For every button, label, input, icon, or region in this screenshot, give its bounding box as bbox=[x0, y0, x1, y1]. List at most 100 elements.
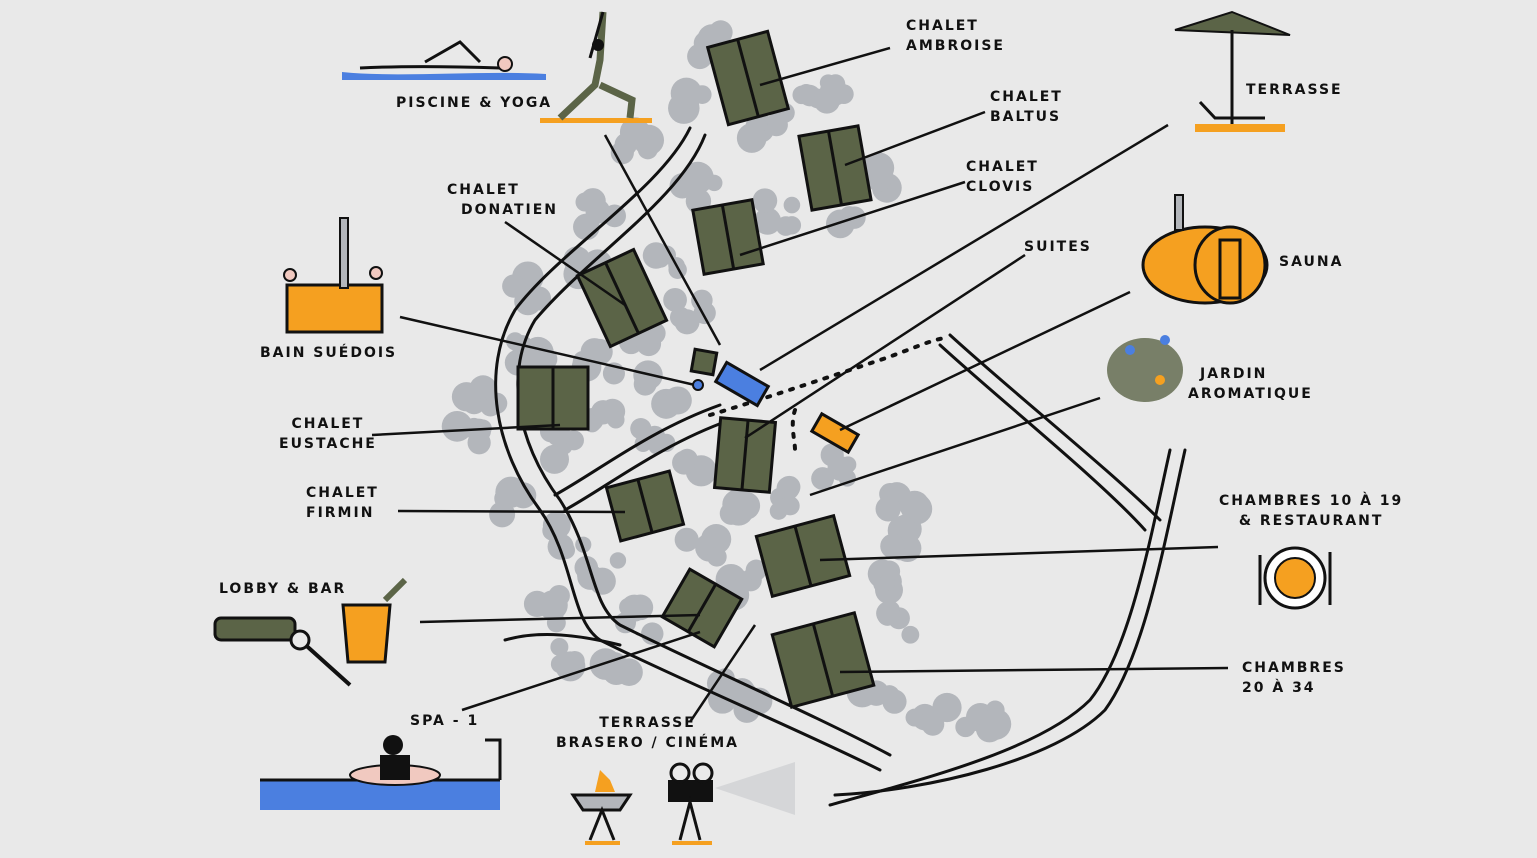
spa-pool-icon bbox=[260, 735, 502, 810]
tree-blob bbox=[674, 309, 700, 335]
tree-blob bbox=[523, 590, 551, 618]
hot-tub-marker bbox=[692, 379, 704, 391]
umbrella-icon bbox=[1174, 10, 1291, 132]
label-terrasse-brasero-cinema[interactable]: TerrasseBrasero / Cinéma bbox=[556, 715, 740, 751]
tree-blob bbox=[753, 207, 782, 235]
roof-ridge bbox=[686, 583, 718, 633]
label-chalet-ambroise[interactable]: ChaletAmbroise bbox=[906, 18, 1005, 54]
tree-blob bbox=[663, 288, 687, 312]
label-spa[interactable]: Spa - 1 bbox=[410, 713, 480, 729]
east-road-b bbox=[948, 333, 1162, 522]
tree-blob bbox=[955, 716, 976, 738]
tree-blob bbox=[609, 552, 627, 569]
tree-blob bbox=[674, 527, 699, 552]
tree-blob bbox=[441, 410, 473, 442]
label-lobby-bar[interactable]: Lobby & Bar bbox=[219, 581, 347, 597]
tree-blob bbox=[901, 625, 920, 644]
roof-ridge bbox=[636, 479, 654, 533]
tree-blob bbox=[783, 196, 801, 214]
tree-blob bbox=[708, 20, 733, 45]
tree-blob bbox=[630, 418, 652, 440]
tree-blob bbox=[502, 274, 526, 298]
label-bain-suedois[interactable]: Bain suédois bbox=[260, 345, 398, 361]
tree-blob bbox=[819, 74, 837, 92]
tree-blob bbox=[745, 559, 767, 581]
main-road-outer bbox=[494, 126, 882, 772]
sauna-marker[interactable] bbox=[809, 411, 861, 455]
label-terrasse[interactable]: Terrasse bbox=[1246, 82, 1343, 98]
tree-blob bbox=[707, 546, 727, 567]
label-piscine-yoga[interactable]: Piscine & Yoga bbox=[396, 95, 553, 111]
tree-blob bbox=[876, 601, 900, 626]
plate-icon bbox=[1258, 546, 1332, 610]
tree-blob bbox=[979, 708, 1012, 740]
tree-blob bbox=[676, 80, 702, 105]
tree-blob bbox=[684, 164, 714, 194]
tree-blob bbox=[862, 152, 895, 184]
hut[interactable] bbox=[689, 347, 719, 377]
tree-blob bbox=[878, 574, 896, 592]
label-chalet-baltus[interactable]: ChaletBaltus bbox=[990, 89, 1063, 125]
label-chalet-eustache[interactable]: ChaletEustache bbox=[279, 416, 377, 452]
tree-blob bbox=[691, 289, 713, 312]
roof-ridge bbox=[736, 38, 760, 118]
roof-ridge bbox=[720, 204, 736, 270]
tree-blob bbox=[677, 456, 695, 474]
roof-ridge bbox=[827, 130, 843, 206]
tree-blob bbox=[495, 476, 527, 508]
main-road-inner bbox=[516, 133, 892, 757]
label-sauna[interactable]: Sauna bbox=[1279, 254, 1344, 270]
tree-blob bbox=[778, 475, 801, 499]
east-road-c bbox=[828, 448, 1172, 807]
tree-blob bbox=[489, 501, 516, 528]
cocktail-key-icon bbox=[213, 577, 408, 687]
east-road-d bbox=[833, 448, 1187, 797]
tree-blob bbox=[932, 692, 962, 723]
tree-blob bbox=[905, 708, 924, 727]
label-suites[interactable]: Suites bbox=[1024, 239, 1092, 255]
tree-blob bbox=[706, 174, 723, 192]
tree-blob bbox=[719, 502, 743, 525]
tree-blob bbox=[752, 188, 778, 213]
tree-blob bbox=[813, 87, 841, 114]
label-chalet-firmin[interactable]: ChaletFirmin bbox=[306, 485, 379, 521]
brasero-icon bbox=[570, 770, 633, 845]
label-jardin-aromatique[interactable]: JardinAromatique bbox=[1188, 366, 1313, 402]
tree-blob bbox=[780, 496, 800, 516]
projector-icon bbox=[668, 762, 795, 845]
trees bbox=[441, 20, 1012, 743]
roof-ridge bbox=[604, 262, 640, 334]
tree-blob bbox=[586, 338, 613, 365]
tree-blob bbox=[921, 712, 945, 736]
label-chambres-20-34[interactable]: Chambres20 à 34 bbox=[1242, 660, 1346, 696]
label-chalet-donatien[interactable]: ChaletDonatien bbox=[447, 182, 559, 218]
suites-pool[interactable] bbox=[713, 360, 771, 408]
tree-blob bbox=[811, 467, 835, 491]
label-chambres-10-19[interactable]: Chambres 10 à 19& Restaurant bbox=[1219, 493, 1404, 529]
tree-blob bbox=[607, 410, 625, 429]
herb-garden-icon bbox=[1107, 335, 1183, 402]
sauna-icon bbox=[1141, 194, 1269, 305]
tree-blob bbox=[875, 496, 901, 522]
swimmer-icon bbox=[342, 40, 546, 80]
buildings bbox=[516, 29, 876, 710]
tree-blob bbox=[550, 637, 569, 656]
hot-tub-icon bbox=[283, 217, 384, 334]
tree-blob bbox=[451, 382, 482, 412]
roads bbox=[494, 126, 1187, 807]
footpath-branch bbox=[790, 408, 797, 452]
roof-ridge bbox=[811, 623, 835, 697]
tree-blob bbox=[736, 123, 767, 153]
yoga-icon bbox=[540, 11, 652, 123]
tree-blob bbox=[663, 386, 692, 415]
east-road-a bbox=[938, 343, 1147, 532]
roof-ridge bbox=[740, 420, 750, 490]
leader-lines bbox=[371, 46, 1229, 723]
tree-blob bbox=[619, 666, 636, 683]
roof-ridge bbox=[793, 525, 813, 587]
label-chalet-clovis[interactable]: ChaletClovis bbox=[966, 159, 1039, 195]
tree-blob bbox=[642, 242, 670, 269]
inner-road-b bbox=[563, 418, 732, 512]
tree-blob bbox=[782, 216, 802, 235]
